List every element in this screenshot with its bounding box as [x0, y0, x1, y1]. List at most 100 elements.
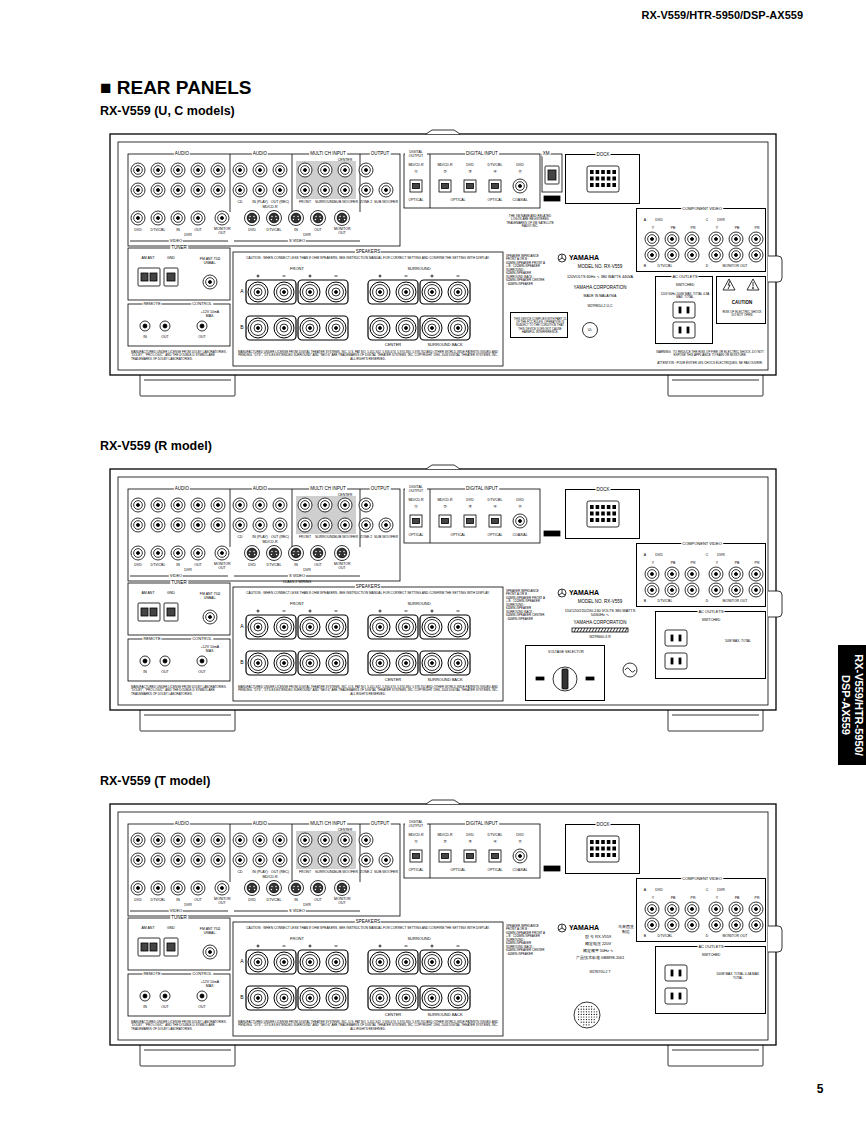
dock-pin	[607, 183, 611, 187]
panel-label: OPTICAL	[488, 533, 503, 537]
rca-jack-ring	[194, 856, 203, 865]
panel-label: OUT	[194, 898, 201, 902]
mini-jack-hole	[163, 994, 167, 998]
plus-sign	[379, 276, 382, 277]
dock-pin	[612, 177, 616, 181]
rca-jack-pin	[196, 858, 199, 861]
rca-jack	[171, 518, 185, 532]
plus-sign	[257, 276, 260, 277]
panel-label: CAUTION : WHEN CONNECT LESS THAN 8 OHM S…	[237, 927, 499, 931]
rca-jack-pin	[323, 858, 326, 861]
rca-jack-ring	[214, 501, 223, 510]
terminal-block	[246, 651, 296, 675]
rca-jack-ring	[362, 521, 371, 530]
rca-jack-pin	[734, 923, 737, 926]
s-video-jack-inner	[247, 548, 257, 558]
lightning-symbol	[728, 281, 730, 289]
s-video-pin	[343, 886, 344, 887]
voltage-selector-box: VOLTAGE SELECTOR	[525, 645, 605, 701]
speaker-terminal-ring	[428, 958, 436, 966]
dock-section: DOCK	[565, 489, 640, 539]
rca-jack	[211, 183, 225, 197]
s-video-pin	[275, 216, 276, 217]
rca-jack	[709, 918, 723, 932]
rca-jack-ring	[362, 186, 371, 195]
s-video-pin	[249, 889, 250, 890]
rca-jack-ring	[648, 235, 657, 244]
jack-label: PB	[671, 226, 676, 230]
speaker-terminal-ring	[425, 656, 440, 671]
dock-pin	[607, 512, 611, 516]
dock-connector	[587, 836, 619, 862]
speakers-frame	[233, 587, 503, 701]
speaker-terminal-hole	[379, 662, 382, 665]
s-video-pin	[320, 554, 321, 555]
rca-jack-pin	[156, 503, 159, 506]
rca-jack-ring	[648, 570, 657, 579]
ac-outlet	[665, 965, 687, 981]
jack-label: PR	[755, 226, 760, 230]
rca-jack-ring	[134, 549, 143, 558]
divider	[230, 154, 231, 212]
rca-jack	[171, 881, 185, 895]
rca-jack	[211, 853, 225, 867]
speaker-terminal-ring	[451, 656, 466, 671]
s-video-jack-inner	[291, 548, 301, 558]
minus-sign	[405, 611, 408, 612]
grille-hole	[588, 1011, 589, 1012]
hatch	[574, 628, 576, 632]
dock-section: DOCK	[565, 154, 640, 204]
dock-pin	[596, 505, 600, 509]
ac-outlet-slot	[679, 327, 681, 333]
jack-label: PB	[735, 896, 740, 900]
page-header: RX-V559/HTR-5950/DSP-AX559	[642, 9, 803, 22]
s-video-pin	[344, 889, 345, 890]
hatch	[595, 628, 597, 632]
plus-sign	[380, 275, 381, 278]
rca-jack-ring	[712, 905, 721, 914]
panel-label: OPTICAL	[409, 868, 424, 872]
speaker-terminal-ring	[277, 285, 292, 300]
housing-tab	[426, 130, 460, 134]
section-label: AC OUTLETS	[671, 275, 698, 280]
grille-hole	[594, 1016, 595, 1017]
s-video-pin	[249, 216, 250, 217]
s-video-pin	[319, 886, 320, 887]
yamaha-logo-fork	[559, 258, 562, 260]
rca-jack-pin	[384, 858, 387, 861]
grille-hole	[588, 1024, 589, 1025]
speaker-terminal-ring	[425, 955, 440, 970]
grille-hole	[588, 1014, 589, 1015]
speaker-terminal-hole	[283, 327, 286, 330]
panel-label: FRONT	[290, 602, 304, 607]
rca-jack	[749, 583, 763, 597]
panel-label: A	[240, 289, 243, 295]
rca-jack-pin	[176, 168, 179, 171]
rca-jack-pin	[690, 923, 693, 926]
grille-hole	[591, 1022, 592, 1023]
rca-jack-ring	[362, 836, 371, 845]
housing-tab	[426, 465, 460, 469]
rca-jack-pin	[670, 907, 673, 910]
speaker-terminal-ring	[306, 324, 314, 332]
rca-jack-ring	[174, 549, 183, 558]
xm-connector-inner	[548, 170, 556, 180]
rca-jack-pin	[754, 572, 757, 575]
panel-label: ①	[414, 170, 418, 175]
rca-jack	[379, 183, 393, 197]
rca-jack-pin	[216, 858, 219, 861]
panel-label: DTV/CBL	[488, 833, 503, 837]
s-video-pin	[249, 554, 250, 555]
panel-label: COAXIAL	[512, 533, 527, 537]
rca-jack-pin	[196, 551, 199, 554]
dock-pin	[601, 505, 605, 509]
rca-jack-ring	[668, 921, 677, 930]
rca-jack-ring	[154, 836, 163, 845]
speaker-terminal-ring	[254, 288, 262, 296]
s-video-jack	[267, 211, 282, 226]
terminal-lever	[167, 273, 175, 281]
s-video-pin	[293, 554, 294, 555]
panel-label: YAMAHA	[569, 254, 599, 262]
panel-label: OPTICAL	[451, 868, 466, 872]
voltage-selector-dial	[553, 667, 577, 691]
